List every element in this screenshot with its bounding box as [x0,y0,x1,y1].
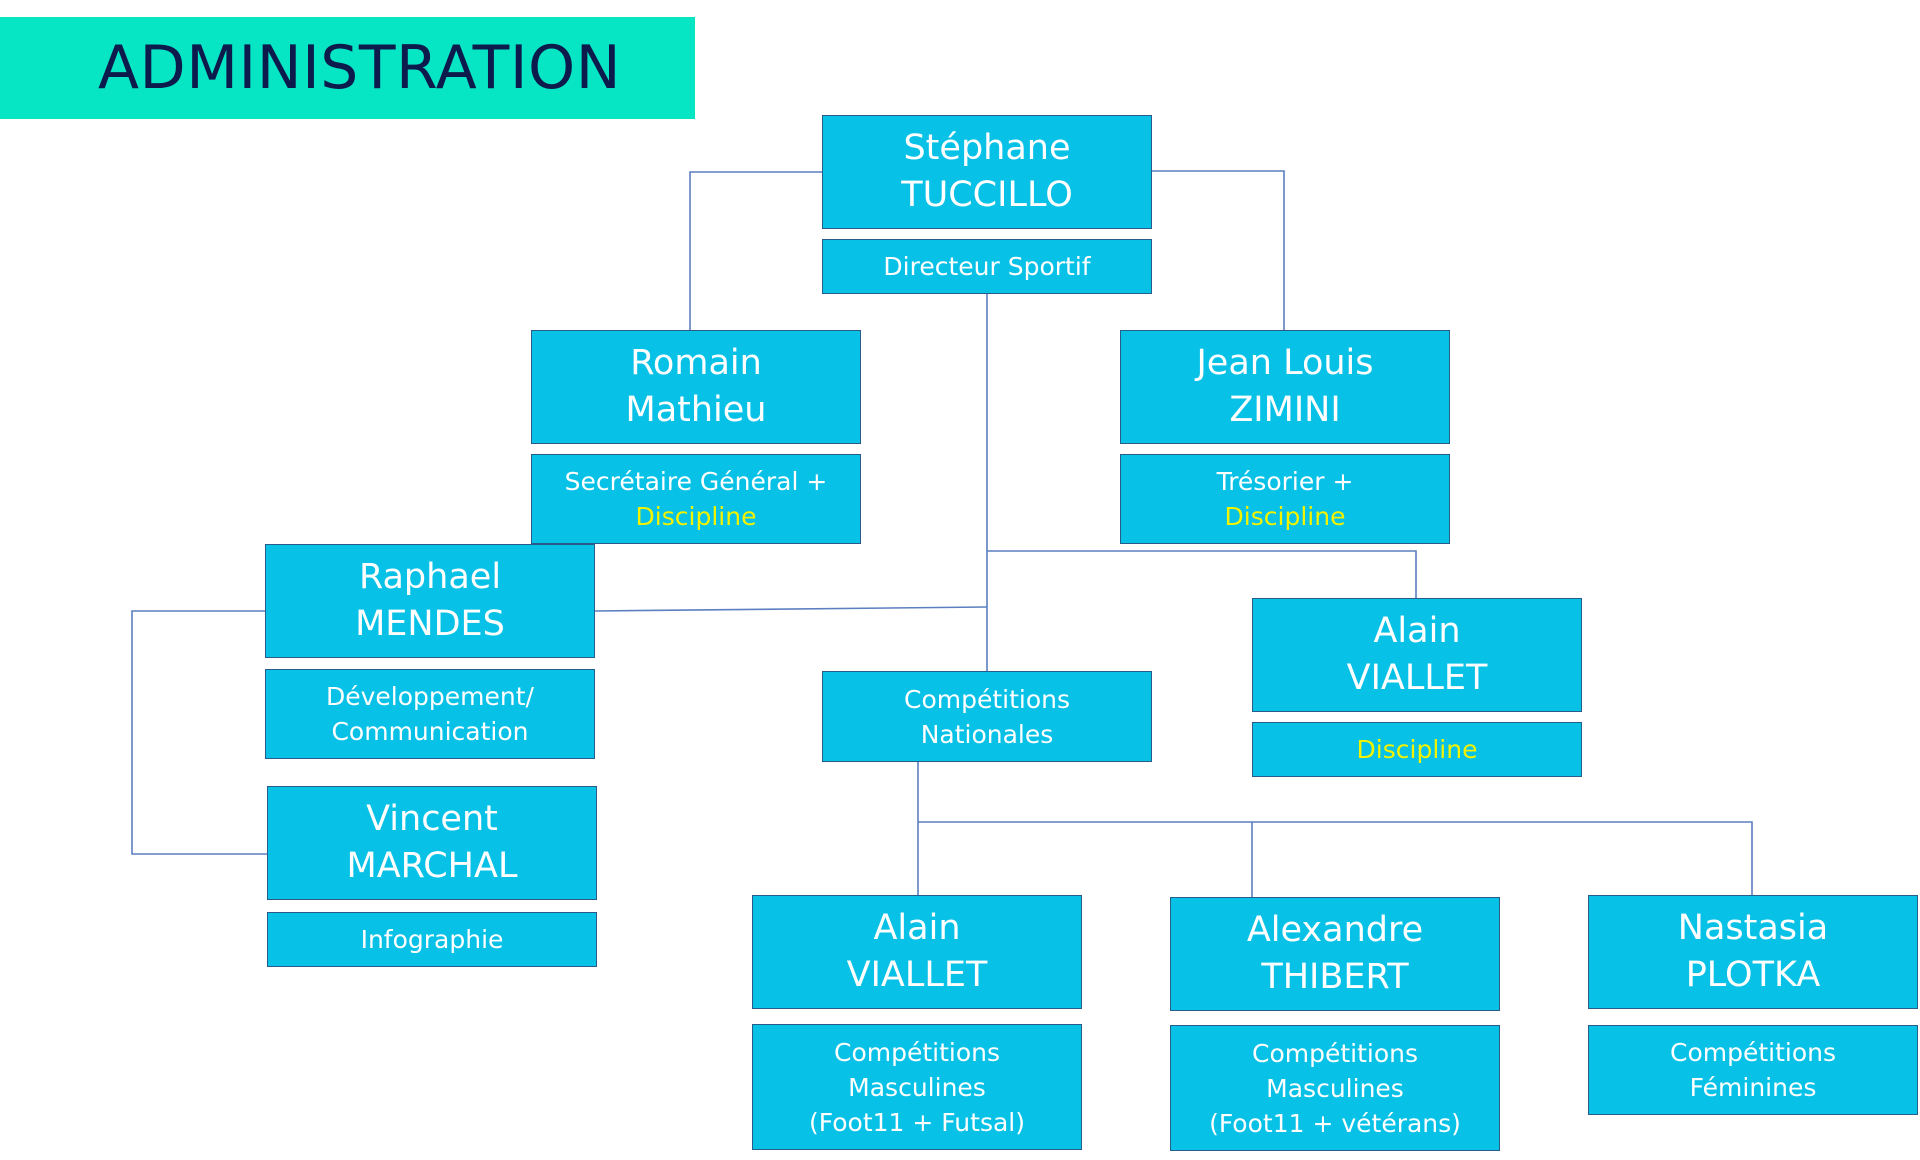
first-name: Vincent [366,799,498,839]
role-line: Féminines [1689,1073,1817,1102]
role-card-mathieu: Secrétaire Général + Discipline [531,454,861,544]
group-line: Compétitions [903,684,1070,714]
role-line: (Foot11 + Futsal) [809,1107,1025,1137]
first-name: Jean Louis [1196,343,1374,383]
role-line: Trésorier + [1216,467,1354,496]
role-line: Masculines [848,1072,986,1102]
first-name: Raphael [358,557,502,597]
role-line: Communication [331,717,529,746]
role-line: Compétitions [833,1037,1000,1067]
last-name: TUCCILLO [901,175,1073,215]
role-line: Masculines [1266,1073,1404,1103]
first-name: Romain [630,343,762,383]
role-highlight: Discipline [635,502,757,531]
last-name: Mathieu [625,390,767,430]
role-highlight: Discipline [1356,735,1478,764]
group-line: Nationales [920,719,1054,749]
first-name: Alain [873,908,961,948]
connector-tuccillo-zimini [1152,170,1285,330]
page-title: ADMINISTRATION [98,33,622,103]
first-name: Stéphane [903,128,1071,168]
role-card-mendes: Développement/Communication [265,669,595,759]
role-card-viallet-discipline: Discipline [1252,722,1582,777]
last-name: PLOTKA [1685,955,1821,995]
role-line: (Foot11 + vétérans) [1209,1108,1461,1138]
first-name: Nastasia [1677,908,1829,948]
first-name: Alexandre [1246,910,1424,950]
last-name: THIBERT [1261,957,1409,997]
role-line: Secrétaire Général + [564,467,828,496]
connector-tuccillo-viallet [987,550,1417,598]
role-line: Compétitions [1669,1038,1836,1067]
last-name: MARCHAL [346,846,518,886]
role-line: Infographie [360,925,504,954]
role-card-marchal: Infographie [267,912,597,967]
connector-competitions-plotka [918,821,1753,895]
connector-mendes-marchal [131,610,267,855]
last-name: VIALLET [1346,658,1488,698]
connector-tuccillo-mendes [594,606,988,612]
title-banner: ADMINISTRATION [0,17,695,119]
last-name: VIALLET [846,955,988,995]
last-name: MENDES [355,604,505,644]
role-line: Développement/ [326,682,534,711]
role-highlight: Discipline [1224,502,1346,531]
role-line: Directeur Sportif [883,252,1091,281]
role-card-zimini: Trésorier + Discipline [1120,454,1450,544]
last-name: ZIMINI [1229,390,1341,430]
connector-tuccillo-mathieu [689,171,822,330]
first-name: Alain [1373,611,1461,651]
role-line: Compétitions [1251,1038,1418,1068]
role-card-tuccillo: Directeur Sportif [822,239,1152,294]
